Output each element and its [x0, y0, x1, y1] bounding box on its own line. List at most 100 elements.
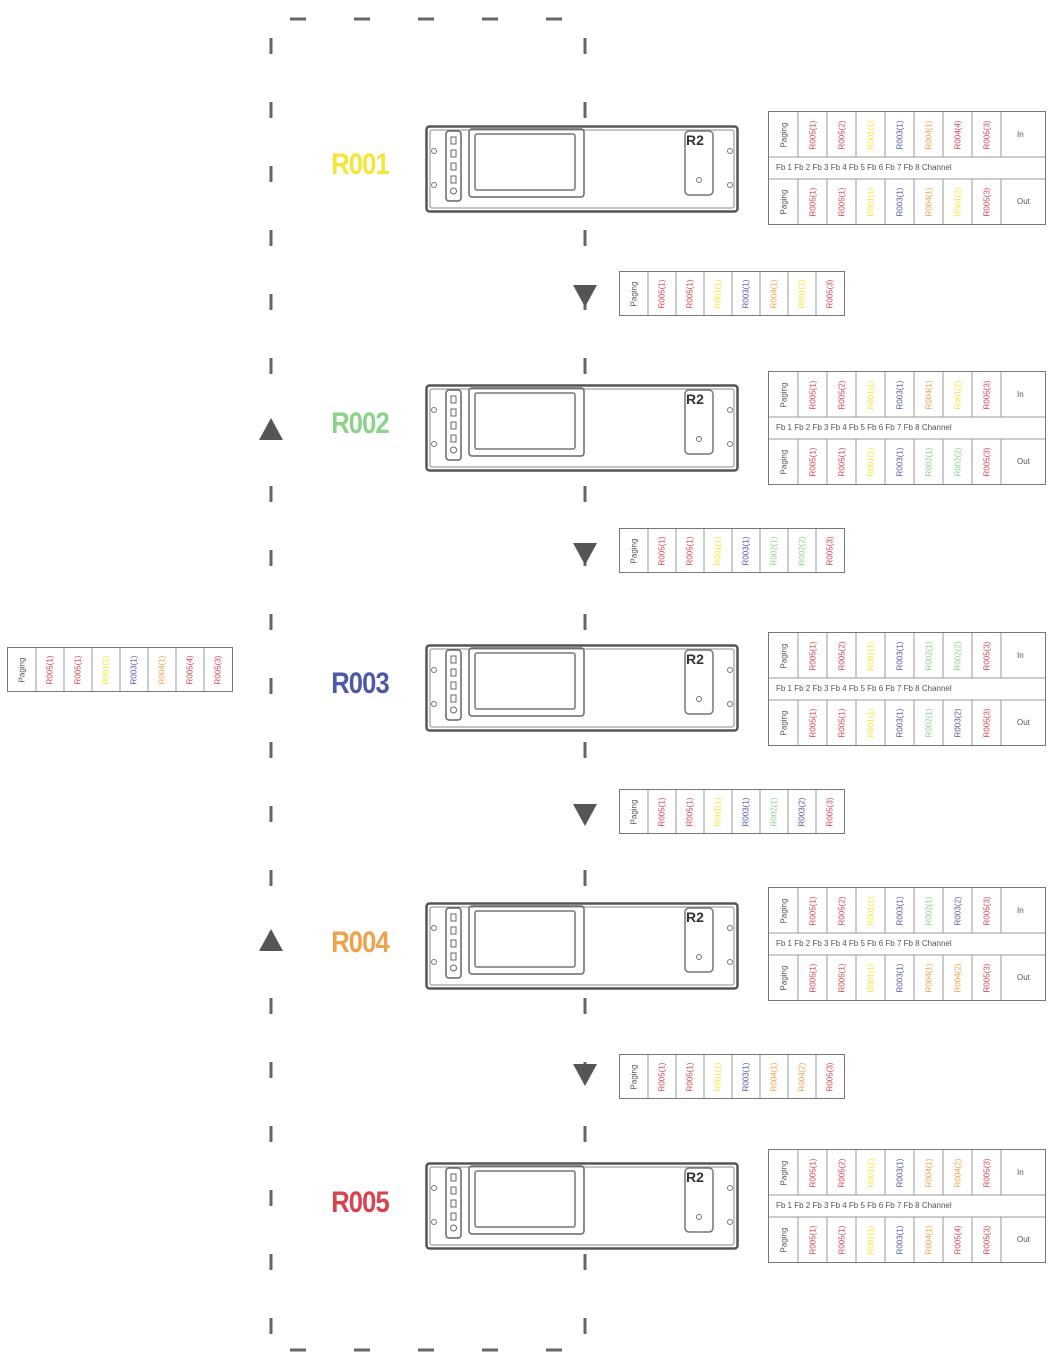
channel-label: R004(1): [924, 120, 933, 149]
channel-label: R001(1): [866, 963, 875, 992]
channel-cell: R004(1): [914, 179, 943, 224]
channel-label: R004(2): [797, 1062, 807, 1091]
paging-cell: Paging: [769, 1150, 798, 1195]
channel-label: R002(1): [924, 896, 933, 925]
channel-label: R005(3): [825, 536, 835, 565]
table-grid-lines: [647, 790, 817, 833]
channel-cell: R003(1): [885, 888, 914, 933]
channel-label: R003(1): [129, 655, 139, 684]
table-grid-lines: [35, 648, 205, 691]
channel-cell: R005(3): [204, 648, 232, 691]
channel-label: R005(2): [837, 120, 846, 149]
channel-cell: R005(1): [648, 1055, 676, 1098]
channel-label: R005(1): [808, 641, 817, 670]
device-model-tag: R2: [686, 651, 704, 667]
channel-cell: R002(1): [914, 888, 943, 933]
channel-label: R005(1): [808, 1225, 817, 1254]
channel-cell: R005(3): [972, 633, 1001, 678]
channel-label: R004(1): [924, 187, 933, 216]
out-direction-label: Out: [1017, 1234, 1030, 1244]
channel-label: R003(1): [895, 120, 904, 149]
up-arrow-2: [259, 929, 283, 951]
paging-label: Paging: [17, 657, 27, 682]
channel-cell: R001(1): [856, 1217, 885, 1262]
channel-label: R004(1): [769, 279, 779, 308]
channel-cell: R005(2): [827, 633, 856, 678]
channel-cell: R001(1): [856, 888, 885, 933]
channel-cell: R005(1): [798, 955, 827, 1000]
channel-cell: R005(3): [816, 790, 844, 833]
channel-label: R001(1): [866, 447, 875, 476]
channel-cell: R004(2): [943, 955, 972, 1000]
channel-cell: R002(1): [760, 529, 788, 572]
channel-label: R005(1): [808, 187, 817, 216]
channel-cell: R003(1): [885, 112, 914, 157]
channel-cell: R005(3): [972, 955, 1001, 1000]
node-label-r004: R004: [331, 926, 389, 959]
fiber-channel-row: Fb 1 Fb 2 Fb 3 Fb 4 Fb 5 Fb 6 Fb 7 Fb 8 …: [776, 423, 952, 432]
channel-cell: R005(1): [798, 700, 827, 745]
channel-cell: R004(1): [914, 1217, 943, 1262]
channel-cell: R005(3): [816, 529, 844, 572]
paging-cell: Paging: [620, 1055, 648, 1098]
out-direction-label: Out: [1017, 196, 1030, 206]
channel-label: R003(1): [895, 1158, 904, 1187]
paging-label: Paging: [779, 449, 788, 474]
channel-label: R003(1): [895, 896, 904, 925]
down-arrow-2: [573, 543, 597, 565]
channel-cell: R003(1): [885, 439, 914, 484]
channel-label: R005(3): [982, 120, 991, 149]
channel-label: R001(1): [713, 279, 723, 308]
paging-label: Paging: [629, 1064, 639, 1089]
out-direction-label: Out: [1017, 972, 1030, 982]
device-model-tag: R2: [686, 909, 704, 925]
channel-cell: R005(1): [798, 1217, 827, 1262]
channel-cell: R004(1): [148, 648, 176, 691]
node-label-r003: R003: [331, 667, 389, 700]
paging-label: Paging: [779, 382, 788, 407]
channel-label: R002(1): [769, 797, 779, 826]
channel-cell: R005(3): [972, 439, 1001, 484]
device-model-tag: R2: [686, 391, 704, 407]
node-label-r002: R002: [331, 407, 389, 440]
channel-label: R003(1): [895, 1225, 904, 1254]
out-direction-label: Out: [1017, 456, 1030, 466]
paging-cell: Paging: [769, 633, 798, 678]
channel-cell: R003(1): [885, 179, 914, 224]
channel-label: R005(1): [45, 655, 55, 684]
channel-label: R005(1): [837, 187, 846, 216]
channel-cell: R005(3): [972, 1150, 1001, 1195]
channel-label: R005(1): [808, 708, 817, 737]
channel-cell: R004(4): [943, 112, 972, 157]
channel-cell: R005(3): [816, 1055, 844, 1098]
channel-cell: R002(2): [943, 439, 972, 484]
device-model-tag: R2: [686, 132, 704, 148]
channel-label: R004(1): [157, 655, 167, 684]
channel-label: R005(3): [982, 1158, 991, 1187]
channel-label: R003(1): [741, 279, 751, 308]
channel-cell: R005(1): [676, 272, 704, 315]
channel-cell: R005(1): [64, 648, 92, 691]
in-direction-label: In: [1017, 905, 1024, 915]
channel-label: R003(1): [895, 708, 904, 737]
node-label-r005: R005: [331, 1186, 389, 1219]
channel-cell: R001(1): [856, 439, 885, 484]
channel-cell: R003(2): [943, 700, 972, 745]
channel-cell: R001(1): [704, 529, 732, 572]
channel-label: R002(1): [769, 536, 779, 565]
in-direction-label: In: [1017, 1167, 1024, 1177]
channel-label: R003(1): [895, 963, 904, 992]
channel-cell: R003(2): [943, 888, 972, 933]
channel-label: R005(3): [982, 1225, 991, 1254]
channel-cell: R005(3): [816, 272, 844, 315]
channel-cell: R005(1): [676, 1055, 704, 1098]
channel-cell: R004(1): [914, 1150, 943, 1195]
table-grid-lines: [647, 529, 817, 572]
